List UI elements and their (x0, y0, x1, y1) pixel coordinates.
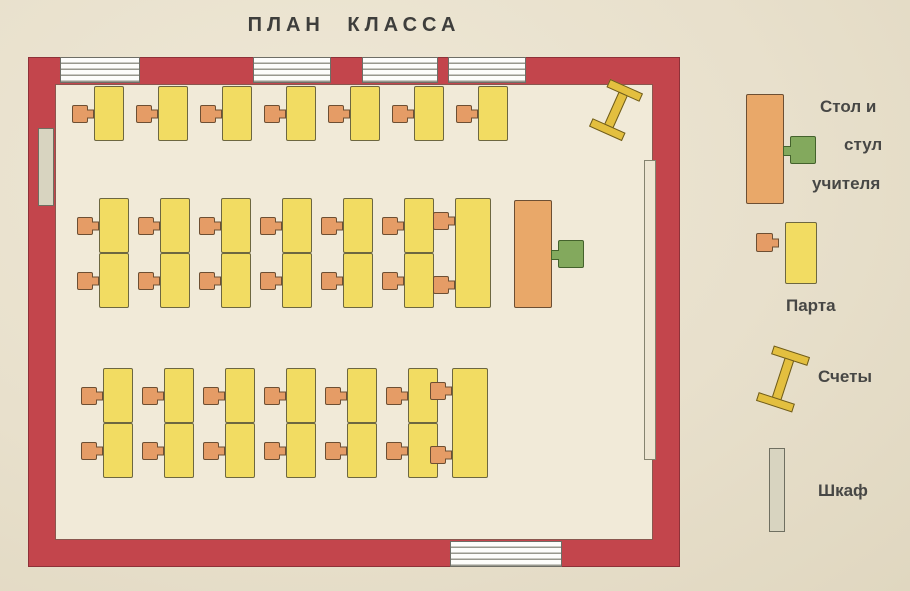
student-chair (138, 271, 154, 290)
student-chair (199, 271, 215, 290)
student-chair (386, 441, 402, 460)
legend-cabinet-label: Шкаф (818, 481, 868, 500)
student-desk (404, 198, 434, 253)
student-chair (81, 386, 97, 405)
student-chair (264, 104, 280, 123)
student-chair (392, 104, 408, 123)
student-desk (414, 86, 444, 141)
student-chair (264, 386, 280, 405)
student-desk (164, 368, 194, 423)
student-desk (343, 253, 373, 308)
student-chair (328, 104, 344, 123)
legend-teacher-label-line3: учителя (812, 174, 881, 193)
student-chair (264, 441, 280, 460)
student-desk (103, 423, 133, 478)
legend-desk-icon (785, 222, 817, 284)
student-desk (478, 86, 508, 141)
door (450, 541, 562, 567)
student-chair (433, 212, 449, 230)
student-chair (386, 386, 402, 405)
student-chair (430, 382, 446, 400)
wall-cabinet (38, 128, 54, 206)
student-chair (138, 216, 154, 235)
student-desk-long (455, 198, 491, 308)
student-chair (203, 441, 219, 460)
student-chair (260, 271, 276, 290)
window-4 (448, 57, 526, 83)
student-chair (72, 104, 88, 123)
student-desk (221, 253, 251, 308)
student-chair (199, 216, 215, 235)
legend-teacher-label-line1: Стол и (820, 97, 877, 116)
student-chair (382, 216, 398, 235)
student-desk (160, 253, 190, 308)
student-desk (103, 368, 133, 423)
student-desk (164, 423, 194, 478)
student-chair (433, 276, 449, 294)
student-desk (225, 423, 255, 478)
student-desk (347, 423, 377, 478)
student-desk (282, 253, 312, 308)
student-chair (382, 271, 398, 290)
student-chair (321, 271, 337, 290)
student-chair (203, 386, 219, 405)
student-chair (136, 104, 152, 123)
student-chair (321, 216, 337, 235)
window-2 (253, 57, 331, 83)
student-desk (343, 198, 373, 253)
student-desk (99, 253, 129, 308)
teacher-chair (551, 240, 584, 268)
student-desk (404, 253, 434, 308)
legend-teacher-label-line2: стул (844, 135, 883, 154)
student-desk (158, 86, 188, 141)
student-chair (325, 441, 341, 460)
student-chair (260, 216, 276, 235)
student-desk-long (452, 368, 488, 478)
window-1 (60, 57, 140, 83)
student-chair (142, 386, 158, 405)
student-desk (222, 86, 252, 141)
student-desk (286, 368, 316, 423)
student-chair (325, 386, 341, 405)
student-desk (225, 368, 255, 423)
student-desk (160, 198, 190, 253)
side-cabinet (644, 160, 656, 460)
student-desk (99, 198, 129, 253)
legend-desk-chair-icon (756, 233, 773, 252)
student-desk (347, 368, 377, 423)
student-desk (282, 198, 312, 253)
student-chair (200, 104, 216, 123)
student-chair (456, 104, 472, 123)
legend-cabinet-icon (769, 448, 785, 532)
abacus-stem (771, 357, 795, 401)
student-chair (77, 216, 93, 235)
student-desk (286, 423, 316, 478)
student-desk (94, 86, 124, 141)
student-desk (286, 86, 316, 141)
student-desk (221, 198, 251, 253)
legend-desk-label: Парта (786, 296, 836, 315)
legend-abacus-label: Счеты (818, 367, 872, 386)
page-title: ПЛАН КЛАССА (247, 14, 461, 36)
student-chair (142, 441, 158, 460)
room-walls (28, 57, 680, 567)
window-3 (362, 57, 438, 83)
student-chair (430, 446, 446, 464)
legend-teacher-chair-icon (783, 136, 816, 164)
student-chair (81, 441, 97, 460)
legend-teacher-desk-icon (746, 94, 784, 204)
student-chair (77, 271, 93, 290)
student-desk (350, 86, 380, 141)
